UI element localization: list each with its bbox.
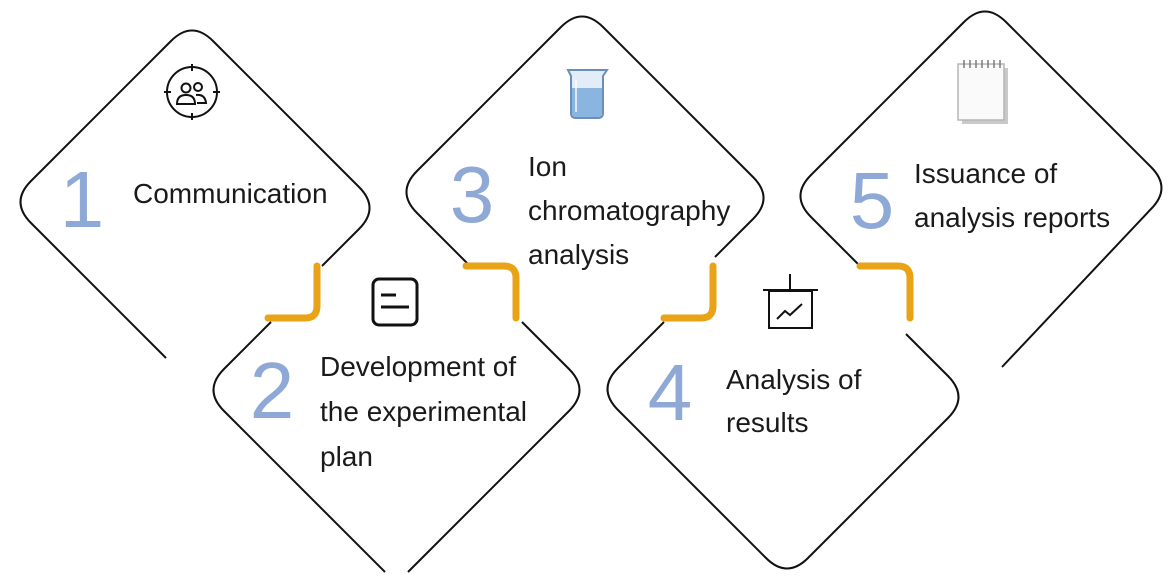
step-5-label: Issuance of analysis reports [914,158,1110,233]
step-2-diamond [212,321,581,573]
people-target-icon [164,64,220,120]
step-1-diamond [19,29,371,359]
step-4-number: 4 [648,348,693,437]
connector-1-2 [264,262,321,322]
connector-4-5 [856,262,914,322]
connector-3-4 [660,262,717,322]
step-5-diamond [799,10,1163,368]
presentation-chart-icon [763,274,818,329]
step-4-label: Analysis of results [726,364,869,438]
document-icon [371,277,419,327]
step-5-number: 5 [850,156,895,245]
step-2-number: 2 [250,346,295,435]
step-3-diamond [405,15,765,267]
step-4-diamond [606,321,960,570]
step-1-number: 1 [60,155,105,244]
step-3-number: 3 [450,150,495,239]
step-3-label: Ion chromatography analysis [528,151,738,270]
step-2-label: Development of the experimental plan [320,351,535,472]
beaker-icon [566,69,609,119]
connector-2-3 [462,262,520,322]
step-1-label: Communication [133,178,328,209]
notepad-icon [957,60,1008,124]
